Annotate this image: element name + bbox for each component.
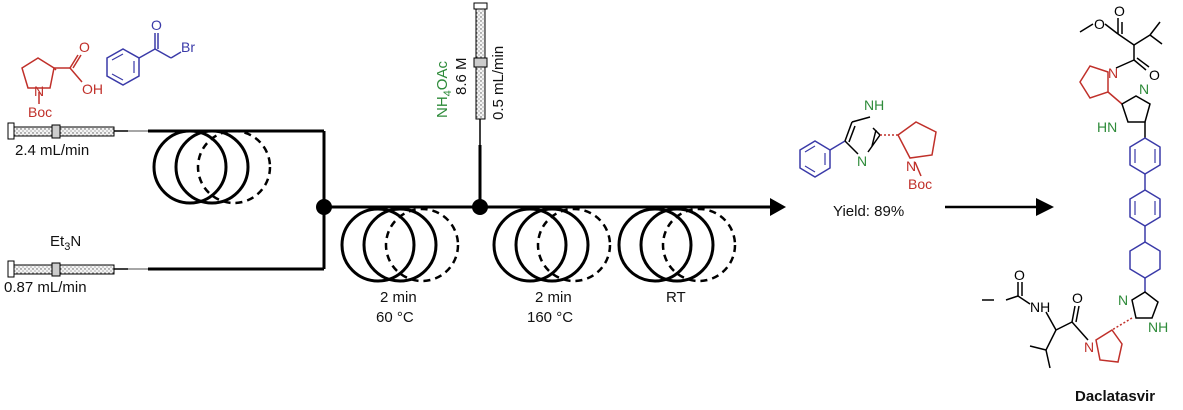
ammonium-flow-rate: 0.5 mL/min [490, 46, 507, 120]
proline-boc-label: Boc [28, 104, 52, 120]
pump1-flow-rate: 2.4 mL/min [15, 142, 89, 159]
dac-hn-label: HN [1097, 119, 1117, 135]
bromoacetophenone-structure: O Br [106, 17, 195, 86]
coil-precool [152, 129, 272, 205]
dac-o-3: O [1149, 67, 1160, 83]
product-n-label: N [857, 153, 867, 169]
dac-o-1: O [1114, 3, 1125, 19]
proline-n-label: N [34, 83, 44, 99]
reactor-coil-1 [340, 207, 460, 283]
syringe-pump-3 [473, 2, 488, 145]
mixer-junction-1 [316, 199, 332, 215]
imidazole-product-structure: NH N N Boc [799, 97, 937, 192]
target-compound-name: Daclatasvir [1075, 388, 1155, 405]
dac-o-5: O [1014, 267, 1025, 283]
pump2-flow-rate: 0.87 mL/min [4, 279, 87, 296]
acid-oh-label: OH [82, 81, 103, 97]
dac-n-1: N [1108, 65, 1118, 81]
dac-n-2: N [1139, 81, 1149, 97]
ketone-o-label: O [151, 17, 162, 33]
base-label: Et3N [50, 233, 81, 253]
reactor1-time: 2 min [380, 289, 417, 306]
flow-tubing [148, 129, 775, 271]
product-pyrrolidine-n: N [906, 158, 916, 174]
cooling-coil-label: RT [666, 289, 686, 306]
syringe-pump-2 [7, 260, 148, 278]
product-nh-label: NH [864, 97, 884, 113]
dac-o-4: O [1072, 290, 1083, 306]
syringe-pump-1 [7, 122, 148, 140]
acid-carbonyl-o: O [79, 39, 90, 55]
dac-nh-label: NH [1148, 319, 1168, 335]
flow-outlet-arrowhead [770, 198, 786, 216]
cooling-coil-rt [617, 207, 737, 283]
mixer-junction-2 [472, 199, 488, 215]
reactor1-temperature: 60 °C [376, 309, 414, 326]
ammonium-concentration: 8.6 M [453, 57, 470, 95]
product-yield: Yield: 89% [833, 203, 904, 220]
reactor-coil-2 [492, 207, 612, 283]
reactor2-time: 2 min [535, 289, 572, 306]
daclatasvir-structure: O O O N N HN N NH N [982, 3, 1168, 369]
reaction-arrowhead [1036, 198, 1054, 216]
product-boc-label: Boc [908, 176, 932, 192]
reactor2-temperature: 160 °C [527, 309, 573, 326]
dac-carbamate-nh: NH [1030, 299, 1050, 315]
bromide-label: Br [181, 39, 195, 55]
dac-n-3: N [1118, 292, 1128, 308]
dac-n-4: N [1084, 339, 1094, 355]
ammonium-acetate-label: NH4OAc [434, 61, 454, 118]
boc-proline-structure: O OH N Boc [21, 39, 103, 120]
dac-o-2: O [1094, 16, 1105, 32]
